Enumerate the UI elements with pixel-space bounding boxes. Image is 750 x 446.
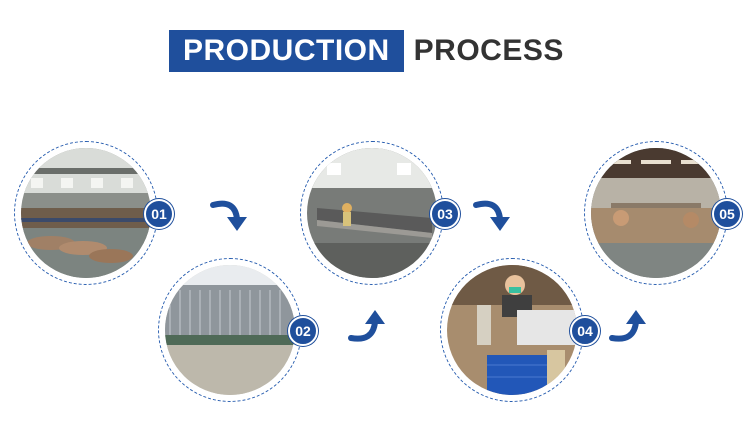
assembly-hall-photo xyxy=(591,148,721,278)
title-rest: PROCESS xyxy=(413,34,564,67)
step-number-badge: 05 xyxy=(712,199,742,229)
step-04: 04 xyxy=(440,258,620,408)
step-05: 05 xyxy=(584,141,744,291)
weaving-machine-photo xyxy=(165,265,295,395)
step-number-badge: 04 xyxy=(570,316,600,346)
curved-arrow-down-icon xyxy=(473,200,510,231)
step-03: 03 xyxy=(300,141,480,291)
step-01: 01 xyxy=(14,141,194,291)
step-number-badge: 03 xyxy=(430,199,460,229)
step-02: 02 xyxy=(158,258,338,408)
factory-floor-photo xyxy=(21,148,151,278)
curved-arrow-down-icon xyxy=(210,200,247,231)
curved-arrow-up-icon xyxy=(609,310,646,342)
page-header: PRODUCTION PROCESS xyxy=(169,30,564,72)
curved-arrow-up-icon xyxy=(348,310,385,342)
worker-sewing-photo xyxy=(447,265,577,395)
workshop-tables-photo xyxy=(307,148,437,278)
step-number-badge: 01 xyxy=(144,199,174,229)
step-number-badge: 02 xyxy=(288,316,318,346)
title-highlight: PRODUCTION xyxy=(169,30,404,72)
